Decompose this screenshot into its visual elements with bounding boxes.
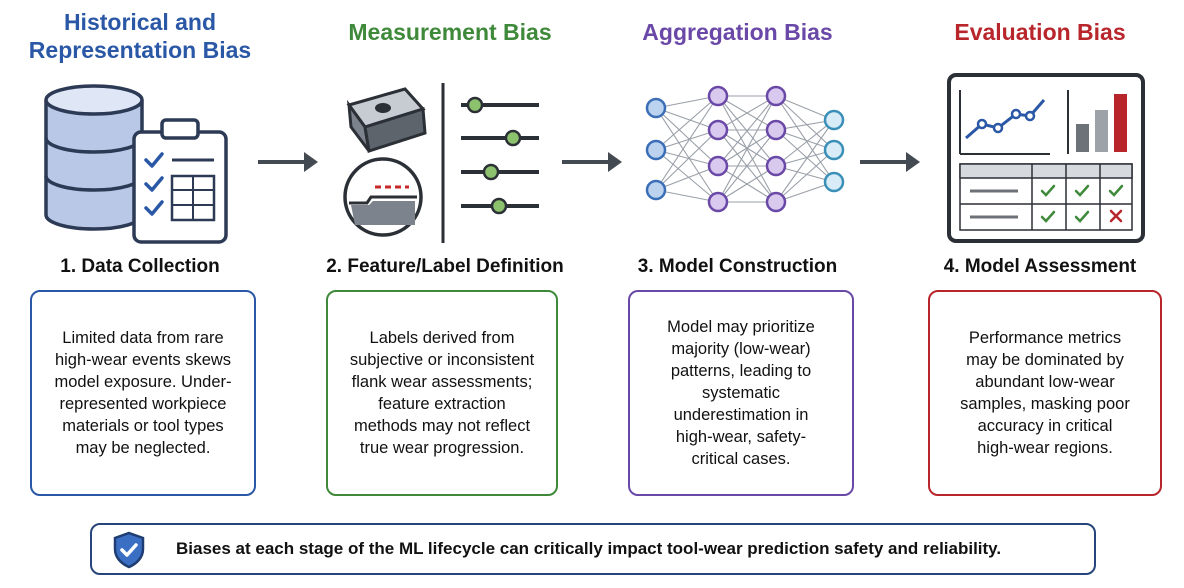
arrow-right-icon bbox=[860, 152, 920, 172]
stage4-description-box: Performance metrics may be dominated by … bbox=[928, 290, 1162, 496]
network-edge bbox=[655, 189, 719, 203]
network-edge bbox=[717, 165, 777, 203]
sliders-icon bbox=[461, 96, 539, 215]
stage2-illustration bbox=[343, 83, 539, 243]
stage2-description-box: Labels derived from subjective or incons… bbox=[326, 290, 558, 496]
stage-heading-model-assessment: 4. Model Assessment bbox=[943, 256, 1137, 277]
network-node bbox=[765, 191, 787, 213]
flank-wear-gauge-icon bbox=[343, 157, 423, 237]
stage1-illustration bbox=[44, 84, 228, 244]
dashboard-icon bbox=[947, 73, 1145, 243]
network-node bbox=[707, 119, 729, 141]
bias-title-historical: Historical and Representation Bias bbox=[28, 9, 252, 63]
stage3-description-box: Model may prioritize majority (low-wear)… bbox=[628, 290, 854, 496]
network-node bbox=[707, 191, 729, 213]
network-edge bbox=[717, 95, 777, 167]
arrow-right-icon bbox=[562, 152, 622, 172]
network-node bbox=[823, 171, 845, 193]
stage2-description: Labels derived from subjective or incons… bbox=[349, 329, 535, 457]
network-edge bbox=[775, 149, 835, 203]
network-node bbox=[765, 155, 787, 177]
network-node bbox=[823, 139, 845, 161]
network-edge bbox=[717, 129, 777, 203]
network-edge bbox=[655, 107, 719, 131]
network-node bbox=[707, 85, 729, 107]
network-node bbox=[707, 155, 729, 177]
shield-check-icon bbox=[113, 531, 145, 569]
clipboard-checklist-icon bbox=[132, 118, 228, 244]
stage3-description: Model may prioritize majority (low-wear)… bbox=[667, 318, 815, 468]
network-edge bbox=[775, 119, 835, 167]
bias-title-aggregation: Aggregation Bias bbox=[642, 19, 833, 45]
arrow-right-icon bbox=[258, 152, 318, 172]
network-edge bbox=[655, 95, 719, 191]
network-node bbox=[823, 109, 845, 131]
network-node bbox=[645, 139, 667, 161]
network-edge bbox=[775, 95, 835, 183]
network-edge bbox=[655, 129, 719, 191]
stage-heading-data-collection: 1. Data Collection bbox=[60, 256, 220, 277]
network-edge bbox=[655, 107, 719, 167]
network-edge bbox=[655, 129, 719, 151]
network-edge bbox=[775, 119, 835, 203]
network-node bbox=[645, 97, 667, 119]
stage4-description: Performance metrics may be dominated by … bbox=[960, 329, 1130, 457]
summary-banner: Biases at each stage of the ML lifecycle… bbox=[90, 523, 1096, 575]
neural-network-icon bbox=[645, 85, 845, 213]
stage1-description: Limited data from rare high-wear events … bbox=[54, 329, 232, 457]
network-node bbox=[765, 85, 787, 107]
banner-text: Biases at each stage of the ML lifecycle… bbox=[176, 539, 1002, 558]
network-node bbox=[765, 119, 787, 141]
stage1-description-box: Limited data from rare high-wear events … bbox=[30, 290, 256, 496]
database-icon bbox=[44, 84, 144, 231]
network-node bbox=[645, 179, 667, 201]
network-edge bbox=[655, 165, 719, 191]
network-edge bbox=[717, 95, 777, 131]
network-edge bbox=[775, 95, 835, 121]
bias-title-measurement: Measurement Bias bbox=[348, 19, 552, 45]
network-edge bbox=[655, 149, 719, 203]
network-edge bbox=[775, 95, 835, 151]
network-edge bbox=[655, 149, 719, 167]
stage-heading-model-construction: 3. Model Construction bbox=[637, 256, 838, 277]
bias-title-evaluation: Evaluation Bias bbox=[954, 19, 1126, 45]
network-edge bbox=[655, 95, 719, 109]
network-edge bbox=[655, 95, 719, 151]
stage-heading-feature-label: 2. Feature/Label Definition bbox=[326, 256, 564, 277]
network-edge bbox=[717, 95, 777, 203]
network-edge bbox=[655, 107, 719, 203]
cutting-insert-icon bbox=[346, 87, 427, 153]
network-edge bbox=[775, 129, 835, 183]
